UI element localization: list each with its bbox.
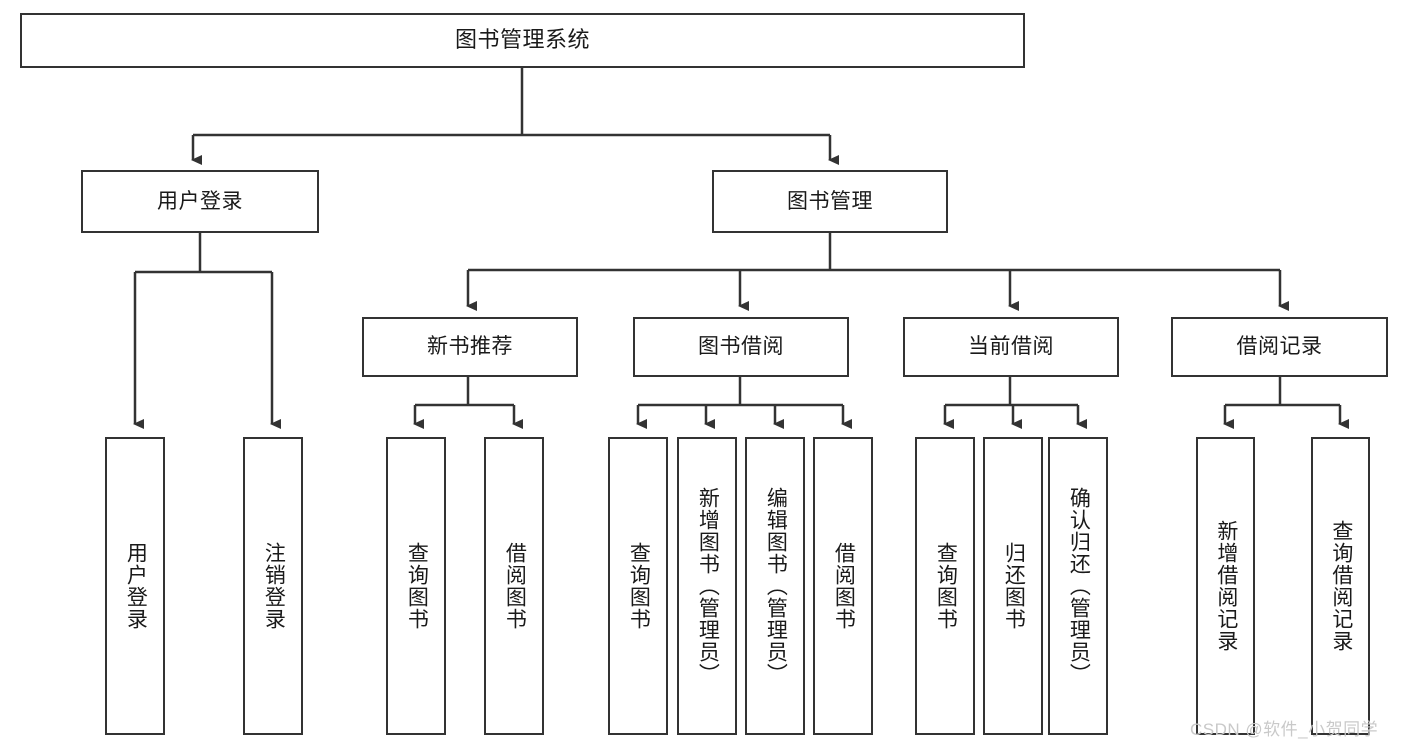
node-current-borrow[interactable]: 当前借阅 (903, 317, 1119, 377)
node-label: 当前借阅 (968, 335, 1054, 359)
node-label: 查询图书 (405, 542, 429, 630)
node-user-login[interactable]: 用户登录 (81, 170, 319, 233)
node-book-borrow[interactable]: 图书借阅 (633, 317, 849, 377)
node-label: 注销登录 (262, 542, 286, 630)
leaf-query-book-current[interactable]: 查询图书 (915, 437, 975, 735)
node-label: 查询图书 (934, 542, 958, 630)
node-label: 新书推荐 (427, 335, 513, 359)
node-label: 查询借阅记录 (1329, 520, 1353, 652)
node-label: 新增图书（管理员） (696, 487, 720, 685)
leaf-add-borrow-record[interactable]: 新增借阅记录 (1196, 437, 1255, 735)
node-borrow-record[interactable]: 借阅记录 (1171, 317, 1388, 377)
node-label: 归还图书 (1002, 542, 1026, 630)
node-label: 借阅记录 (1236, 335, 1323, 359)
node-label: 用户登录 (124, 542, 148, 630)
leaf-borrow-book[interactable]: 借阅图书 (813, 437, 873, 735)
node-label: 图书管理 (787, 189, 873, 213)
node-label: 图书管理系统 (454, 27, 590, 53)
leaf-edit-book-admin[interactable]: 编辑图书（管理员） (745, 437, 805, 735)
leaf-return-book[interactable]: 归还图书 (983, 437, 1043, 735)
node-root-system[interactable]: 图书管理系统 (20, 13, 1025, 68)
leaf-logout[interactable]: 注销登录 (243, 437, 303, 735)
node-label: 图书借阅 (698, 335, 784, 359)
node-book-management[interactable]: 图书管理 (712, 170, 948, 233)
leaf-borrow-book-recommend[interactable]: 借阅图书 (484, 437, 544, 735)
node-label: 用户登录 (157, 189, 243, 213)
leaf-confirm-return-admin[interactable]: 确认归还（管理员） (1048, 437, 1108, 735)
node-label: 借阅图书 (832, 542, 856, 630)
node-label: 新增借阅记录 (1214, 520, 1238, 652)
node-new-book-recommend[interactable]: 新书推荐 (362, 317, 578, 377)
leaf-query-book-borrow[interactable]: 查询图书 (608, 437, 668, 735)
leaf-query-borrow-record[interactable]: 查询借阅记录 (1311, 437, 1370, 735)
leaf-add-book-admin[interactable]: 新增图书（管理员） (677, 437, 737, 735)
leaf-user-login[interactable]: 用户登录 (105, 437, 165, 735)
node-label: 确认归还（管理员） (1067, 487, 1091, 685)
csdn-watermark: CSDN @软件_小贺同学 (1190, 720, 1379, 739)
node-label: 借阅图书 (503, 542, 527, 630)
node-label: 编辑图书（管理员） (764, 487, 788, 685)
leaf-query-book-recommend[interactable]: 查询图书 (386, 437, 446, 735)
node-label: 查询图书 (627, 542, 651, 630)
